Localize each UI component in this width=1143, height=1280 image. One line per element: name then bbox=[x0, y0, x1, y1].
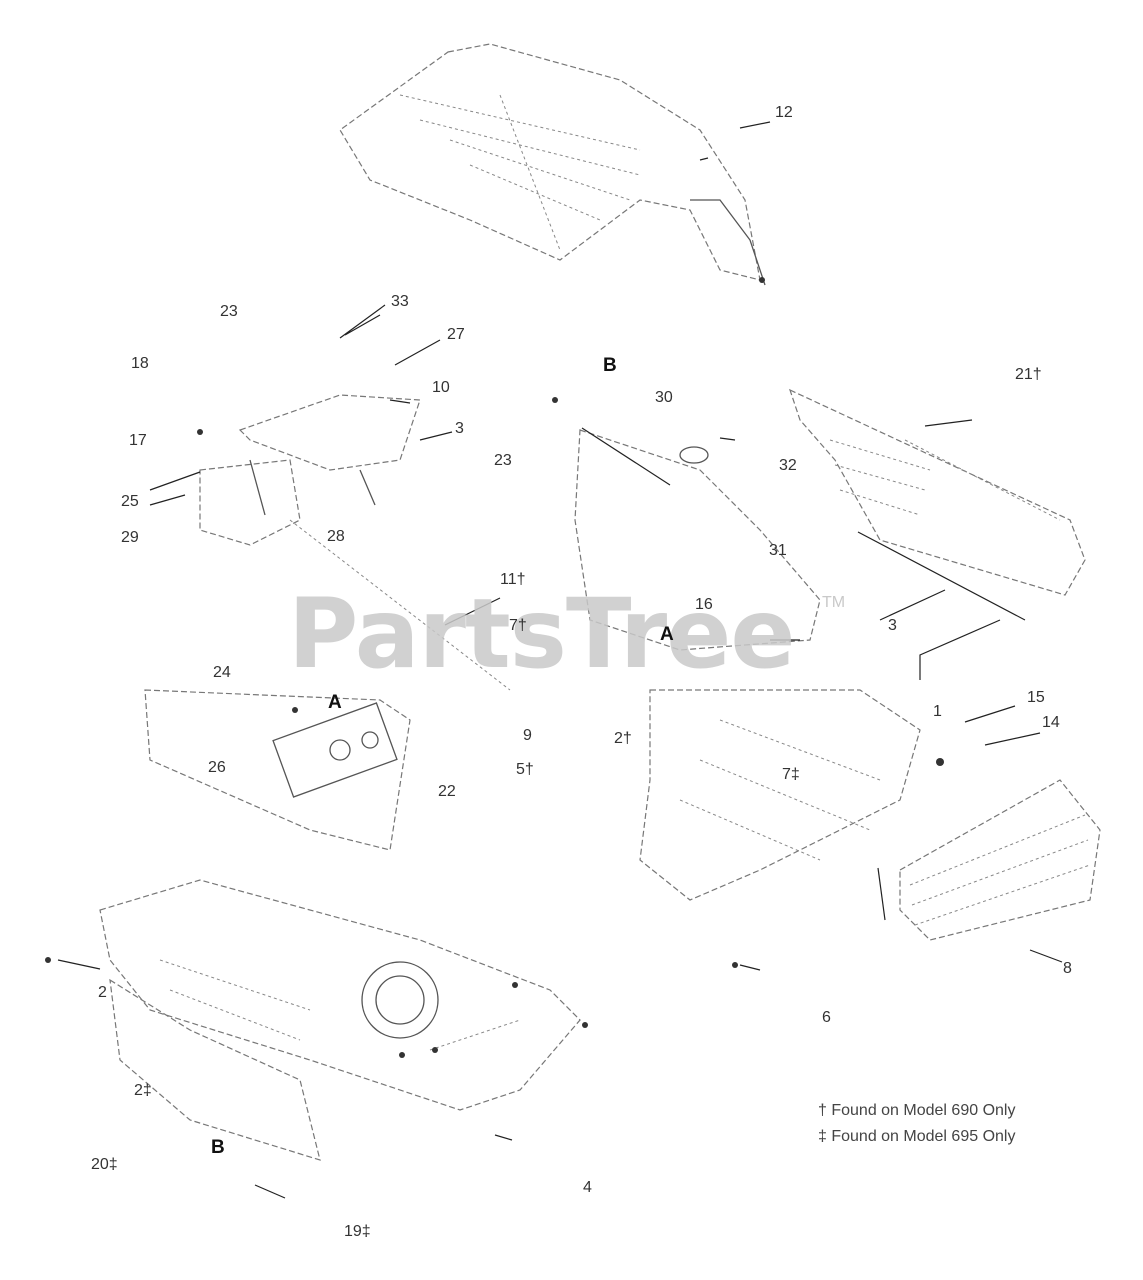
callout-2c: 2‡ bbox=[134, 1082, 152, 1099]
callout-a-left: A bbox=[328, 692, 342, 713]
callout-27: 27 bbox=[447, 326, 465, 343]
callout-9: 9 bbox=[523, 727, 532, 744]
body-part bbox=[639, 689, 921, 901]
callout-2b: 2 bbox=[98, 984, 107, 1001]
watermark-text: PartsTree bbox=[288, 578, 795, 690]
callout-30: 30 bbox=[655, 389, 673, 406]
model-690-note: † Found on Model 690 Only bbox=[818, 1102, 1016, 1119]
callout-b-top: B bbox=[603, 355, 617, 376]
grille-part bbox=[877, 779, 1101, 941]
callout-8: 8 bbox=[1063, 960, 1072, 977]
leader-lines bbox=[57, 121, 1063, 1199]
callout-b-bottom: B bbox=[211, 1137, 225, 1158]
callout-1: 1 bbox=[933, 703, 942, 720]
callout-12: 12 bbox=[775, 104, 793, 121]
callout-19: 19‡ bbox=[344, 1223, 371, 1240]
callout-2a: 2† bbox=[614, 730, 632, 747]
bracket-assembly bbox=[199, 394, 511, 691]
callout-18: 18 bbox=[131, 355, 149, 372]
bumper-part bbox=[109, 978, 321, 1161]
callout-25: 25 bbox=[121, 493, 139, 510]
callout-23a: 23 bbox=[220, 303, 238, 320]
callout-14: 14 bbox=[1042, 714, 1060, 731]
callout-28: 28 bbox=[327, 528, 345, 545]
callout-16: 16 bbox=[695, 596, 713, 613]
frame-bracket-part bbox=[144, 689, 411, 851]
fuel-tank-part bbox=[574, 427, 821, 651]
fastener-dots bbox=[45, 277, 944, 1058]
callout-7b: 7‡ bbox=[782, 766, 800, 783]
callout-22: 22 bbox=[438, 783, 456, 800]
callout-11: 11† bbox=[500, 571, 526, 588]
callout-7a: 7† bbox=[509, 617, 527, 634]
model-695-note: ‡ Found on Model 695 Only bbox=[818, 1128, 1016, 1145]
callout-5: 5† bbox=[516, 761, 534, 778]
hood-part bbox=[339, 43, 766, 286]
watermark-trademark: TM bbox=[822, 594, 846, 611]
callout-29: 29 bbox=[121, 529, 139, 546]
callout-33: 33 bbox=[391, 293, 409, 310]
callout-26: 26 bbox=[208, 759, 226, 776]
callout-32: 32 bbox=[779, 457, 797, 474]
callout-3a: 3 bbox=[455, 420, 464, 437]
callout-6: 6 bbox=[822, 1009, 831, 1026]
frame-part bbox=[99, 879, 581, 1111]
callout-10: 10 bbox=[432, 379, 450, 396]
callout-15: 15 bbox=[1027, 689, 1045, 706]
callout-20: 20‡ bbox=[91, 1156, 118, 1173]
callout-24: 24 bbox=[213, 664, 231, 681]
dash-panel-part bbox=[788, 388, 1086, 680]
callout-21: 21† bbox=[1015, 366, 1042, 383]
callout-3b: 3 bbox=[888, 617, 897, 634]
callout-17: 17 bbox=[129, 432, 147, 449]
callout-a-mid: A bbox=[660, 624, 674, 645]
callout-4: 4 bbox=[583, 1179, 592, 1196]
callout-23b: 23 bbox=[494, 452, 512, 469]
callout-31: 31 bbox=[769, 542, 787, 559]
